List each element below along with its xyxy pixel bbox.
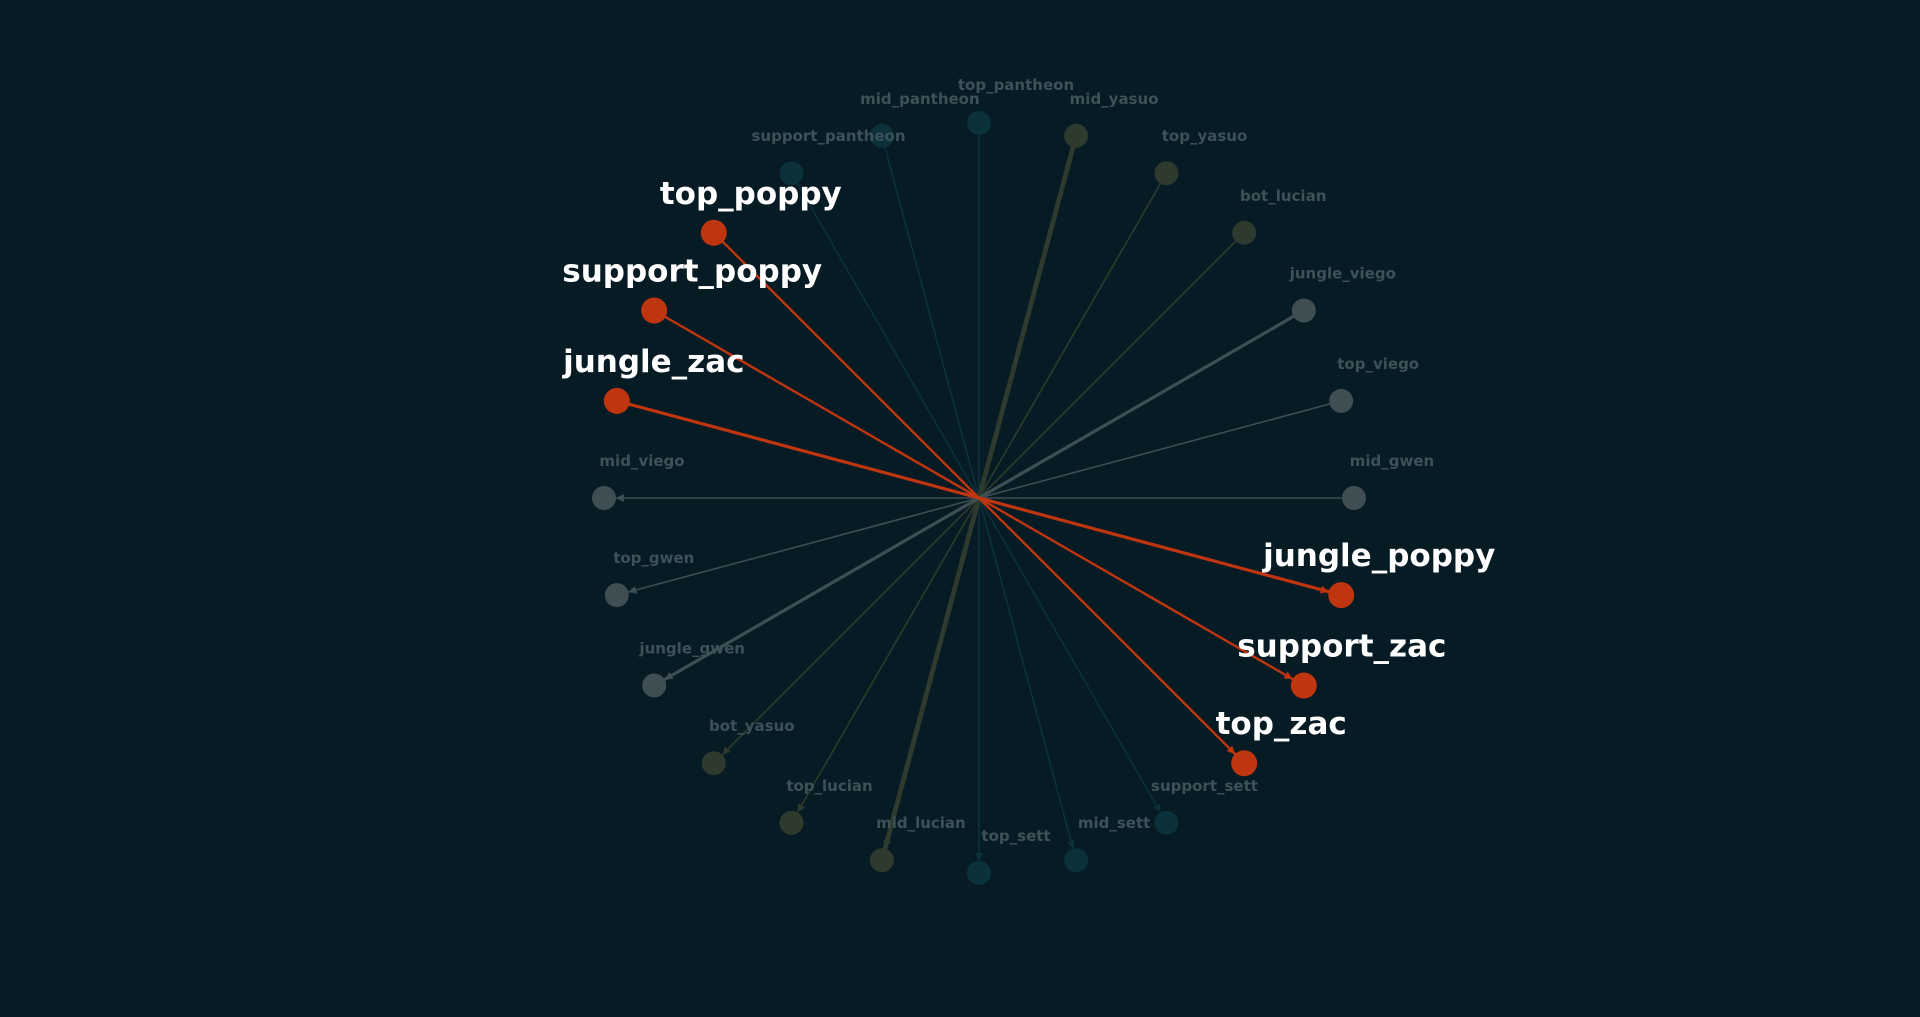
- edge-mid_yasuo-to-mid_lucian: [882, 133, 1079, 851]
- node-label-bot_yasuo: bot_yasuo: [709, 717, 795, 735]
- edge-mid_pantheon-to-mid_sett: [881, 135, 1075, 850]
- node-top_gwen[interactable]: [604, 583, 629, 608]
- node-label-top_yasuo: top_yasuo: [1162, 127, 1248, 145]
- edge-top_viego-to-top_gwen: [627, 400, 1342, 594]
- edge-support_pantheon-to-support_sett: [790, 172, 1162, 814]
- node-jungle_viego[interactable]: [1291, 298, 1316, 323]
- node-top_lucian[interactable]: [779, 810, 804, 835]
- node-label-support_poppy: support_poppy: [562, 254, 822, 290]
- node-bot_yasuo[interactable]: [701, 751, 726, 776]
- node-label-top_pantheon: top_pantheon: [958, 76, 1074, 94]
- node-jungle_zac[interactable]: [603, 387, 630, 414]
- node-label-jungle_viego: jungle_viego: [1289, 265, 1396, 283]
- node-label-mid_viego: mid_viego: [599, 452, 684, 470]
- node-top_pantheon[interactable]: [967, 111, 991, 135]
- node-top_poppy[interactable]: [700, 219, 727, 246]
- node-mid_gwen[interactable]: [1342, 486, 1366, 510]
- node-bot_lucian[interactable]: [1232, 220, 1257, 245]
- node-jungle_gwen[interactable]: [642, 673, 667, 698]
- node-label-mid_yasuo: mid_yasuo: [1070, 90, 1159, 108]
- node-jungle_poppy[interactable]: [1328, 582, 1355, 609]
- node-label-support_pantheon: support_pantheon: [752, 127, 906, 145]
- node-label-top_zac: top_zac: [1216, 706, 1347, 742]
- node-label-bot_lucian: bot_lucian: [1240, 187, 1326, 205]
- node-top_yasuo[interactable]: [1154, 161, 1179, 186]
- node-mid_yasuo[interactable]: [1064, 123, 1089, 148]
- edge-jungle_viego-to-jungle_gwen: [662, 308, 1306, 682]
- node-label-jungle_zac: jungle_zac: [561, 344, 744, 380]
- node-label-support_sett: support_sett: [1151, 777, 1258, 795]
- node-label-mid_pantheon: mid_pantheon: [860, 90, 980, 108]
- node-label-support_zac: support_zac: [1237, 629, 1446, 665]
- node-label-top_gwen: top_gwen: [613, 549, 694, 567]
- node-mid_viego[interactable]: [592, 486, 616, 510]
- edge-top_yasuo-to-top_lucian: [796, 172, 1168, 814]
- node-support_zac[interactable]: [1290, 672, 1317, 699]
- node-label-top_poppy: top_poppy: [660, 176, 842, 212]
- node-label-top_sett: top_sett: [981, 827, 1050, 845]
- edge-jungle_zac-to-jungle_poppy: [615, 399, 1331, 594]
- node-top_zac[interactable]: [1231, 750, 1258, 777]
- node-label-mid_lucian: mid_lucian: [876, 814, 966, 832]
- nodes-layer: [592, 111, 1366, 885]
- node-label-mid_sett: mid_sett: [1078, 814, 1150, 832]
- node-support_sett[interactable]: [1154, 810, 1179, 835]
- node-label-jungle_poppy: jungle_poppy: [1261, 538, 1495, 574]
- node-mid_sett[interactable]: [1064, 848, 1089, 873]
- edges-layer: [615, 122, 1355, 862]
- node-top_viego[interactable]: [1329, 388, 1354, 413]
- node-support_poppy[interactable]: [641, 297, 668, 324]
- edge-top_poppy-to-top_zac: [712, 231, 1237, 756]
- node-top_sett[interactable]: [967, 861, 991, 885]
- node-label-top_viego: top_viego: [1337, 355, 1419, 373]
- node-label-top_lucian: top_lucian: [786, 777, 872, 795]
- node-label-mid_gwen: mid_gwen: [1350, 452, 1434, 470]
- node-mid_pantheon[interactable]: [869, 123, 894, 148]
- node-support_pantheon[interactable]: [779, 161, 804, 186]
- edge-support_poppy-to-support_zac: [653, 309, 1294, 681]
- node-label-jungle_gwen: jungle_gwen: [638, 640, 745, 658]
- node-mid_lucian[interactable]: [869, 848, 894, 873]
